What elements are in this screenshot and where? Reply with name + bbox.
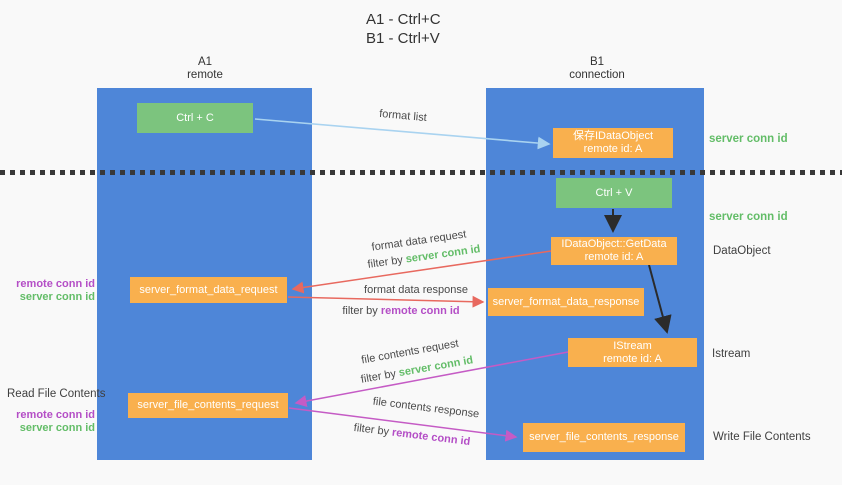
file-contents-response-label: file contents response [372,395,480,421]
remote-conn-id-2: remote conn id [16,409,95,421]
format-request-box: server_format_data_request [130,277,287,303]
read-file-contents-label: Read File Contents [7,388,106,400]
getdata-box: IDataObject::GetData remote id: A [551,237,677,265]
file-request-box: server_file_contents_request [128,393,288,418]
store-dataobject-line1: 保存IDataObject [572,130,654,142]
filter-by-text-4: filter by [353,421,390,439]
session-divider-line [0,170,842,175]
store-dataobject-line2: remote id: A [583,143,643,155]
format-list-label: format list [378,107,428,125]
filter-by-text-1: filter by [366,254,404,271]
file-response-box: server_file_contents_response [523,423,685,452]
title-line-2: B1 - Ctrl+V [366,30,440,47]
ctrl-c-box: Ctrl + C [137,103,253,133]
server-conn-id-top-label: server conn id [709,133,788,145]
ctrl-v-label: Ctrl + V [595,186,633,199]
write-file-contents-label: Write File Contents [713,431,811,443]
filter-by-text-3: filter by [359,367,397,386]
istream-side-label: Istream [712,348,751,360]
format-response-label: server_format_data_response [492,295,640,308]
ctrl-c-label: Ctrl + C [176,111,214,124]
server-conn-id-2: server conn id [19,422,95,434]
conn-id-block-2: remote conn id server conn id [0,409,95,435]
istream-line2: remote id: A [603,352,662,365]
filter-remote-conn-id-2: remote conn id [391,426,471,449]
diagram-title: A1 - Ctrl+C B1 - Ctrl+V [366,10,441,48]
column-b1-subtitle: connection [569,69,625,81]
file-request-label: server_file_contents_request [137,399,279,411]
format-response-box: server_format_data_response [488,288,644,316]
server-conn-id-1: server conn id [19,291,95,303]
column-a1-subtitle: remote [187,69,223,81]
getdata-line2: remote id: A [584,251,644,263]
column-header-a1: A1 remote [145,56,265,82]
column-a1-name: A1 [197,56,213,68]
title-line-1: A1 - Ctrl+C [366,11,441,28]
getdata-line1: IDataObject::GetData [561,238,667,250]
arrow-format-data-response [287,295,485,308]
istream-box: IStream remote id: A [568,338,697,367]
remote-conn-id-1: remote conn id [16,278,95,290]
filter-remote-conn-id-1: remote conn id [380,305,460,317]
file-response-label: server_file_contents_response [529,431,679,443]
conn-id-block-1: remote conn id server conn id [0,278,95,304]
format-data-response-label: format data response [364,284,468,296]
dataobject-label: DataObject [713,245,771,257]
format-request-label: server_format_data_request [139,283,278,296]
store-dataobject-box: 保存IDataObject remote id: A [553,128,673,158]
ctrl-v-box: Ctrl + V [556,178,672,208]
server-conn-id-mid-label: server conn id [709,211,788,223]
column-b1-name: B1 [589,56,605,68]
filter-by-text-2: filter by [342,305,378,317]
istream-line1: IStream [613,339,652,352]
column-header-b1: B1 connection [537,56,657,82]
